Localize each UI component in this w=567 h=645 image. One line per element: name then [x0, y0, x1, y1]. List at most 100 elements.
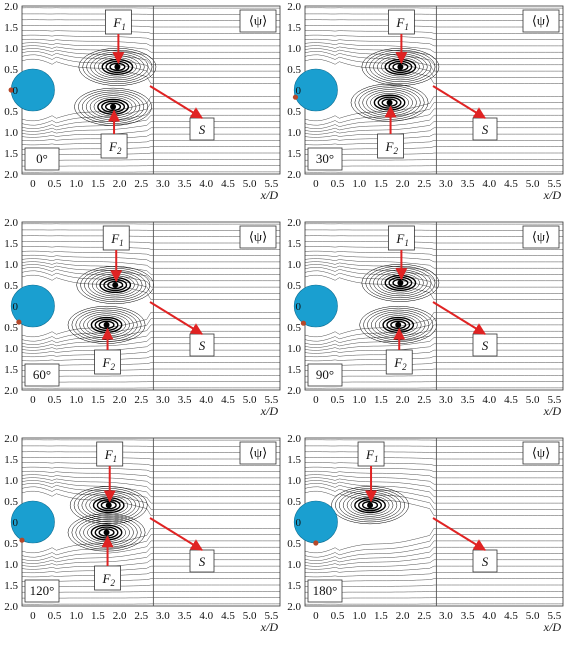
x-axis-label: x/D	[543, 188, 562, 202]
x-tick-label: 2.5	[417, 610, 431, 622]
streamline	[21, 246, 280, 250]
streamlines	[304, 7, 563, 173]
streamline	[21, 356, 280, 362]
streamline	[304, 102, 563, 126]
x-axis-label: x/D	[543, 620, 562, 634]
streamline	[22, 375, 280, 377]
x-axis-label: x/D	[260, 188, 279, 202]
focus-f1-box	[104, 9, 132, 35]
y-tick-label: 2.0	[4, 169, 18, 181]
streamline	[21, 559, 280, 570]
x-tick-label: 4.5	[504, 610, 518, 622]
x-tick-label: 1.0	[352, 610, 366, 622]
y-tick-label: 2.0	[287, 385, 301, 397]
streamline	[22, 368, 280, 371]
y-tick-label: 0	[296, 301, 302, 313]
vortex-core	[112, 282, 119, 288]
x-tick-label: 1.5	[374, 394, 388, 406]
streamline	[305, 152, 563, 155]
x-tick-label: 0.5	[48, 394, 62, 406]
streamline	[304, 121, 563, 135]
focus-f1-box	[96, 441, 124, 467]
x-tick-label: 5.0	[243, 610, 257, 622]
focus-f1-box	[357, 441, 385, 467]
streamline	[305, 25, 563, 28]
x-tick-label: 0.5	[48, 610, 62, 622]
streamline	[305, 368, 563, 371]
y-tick-label: 0.5	[287, 64, 301, 76]
x-tick-label: 1.0	[352, 178, 366, 190]
streamlines	[21, 7, 280, 173]
streamline	[304, 38, 563, 47]
streamline	[21, 54, 280, 78]
streamline	[305, 597, 563, 599]
streamline	[304, 483, 563, 504]
x-axis-label: x/D	[260, 404, 279, 418]
y-tick-label: 1.0	[4, 127, 18, 139]
x-tick-label: 0	[313, 178, 319, 190]
streamline	[304, 270, 563, 294]
streamline	[304, 42, 563, 53]
focus-f2-box	[100, 133, 128, 159]
saddle-label: S	[482, 338, 489, 353]
streamline	[304, 534, 563, 558]
y-tick-label: 1.0	[287, 475, 301, 487]
vortex-core	[367, 502, 374, 509]
y-tick-label: 1.0	[287, 343, 301, 355]
y-tick-label: 0	[296, 85, 302, 97]
x-tick-label: 4.5	[221, 178, 235, 190]
streamline	[21, 121, 280, 135]
x-tick-label: 1.0	[69, 178, 83, 190]
vortex-core	[103, 529, 110, 536]
streamline	[305, 445, 563, 447]
vortex-core	[110, 103, 117, 110]
x-tick-label: 4.0	[199, 394, 213, 406]
streamline	[21, 490, 280, 516]
x-tick-label: 5.0	[243, 394, 257, 406]
saddle-label: S	[482, 122, 489, 137]
y-tick-label: 1.0	[4, 259, 18, 271]
y-tick-label: 0.5	[4, 496, 18, 508]
streamline	[21, 330, 280, 348]
x-tick-label: 5.0	[526, 610, 540, 622]
streamline	[304, 540, 563, 561]
streamline	[21, 127, 280, 138]
streamline	[21, 140, 280, 146]
streamline	[304, 362, 563, 366]
y-tick-label: 1.5	[287, 454, 301, 466]
x-tick-label: 3.5	[178, 610, 192, 622]
focus-f1-box	[102, 225, 130, 251]
field-label-box	[239, 9, 277, 33]
streamline	[21, 312, 280, 338]
streamline	[21, 34, 280, 40]
streamline	[305, 229, 563, 231]
streamline	[305, 19, 563, 21]
cylinder	[293, 284, 338, 328]
x-tick-label: 5.0	[526, 178, 540, 190]
streamline	[21, 483, 280, 504]
x-tick-label: 2.0	[113, 610, 127, 622]
streamline	[21, 324, 280, 345]
y-tick-label: 2.0	[287, 433, 301, 445]
x-axis-label: x/D	[260, 620, 279, 634]
streamline	[21, 337, 280, 351]
y-tick-label: 0.5	[4, 106, 18, 118]
streamline	[304, 324, 563, 345]
streamline	[21, 343, 280, 354]
field-label: ⟨ψ⟩	[532, 445, 550, 460]
x-tick-label: 3.5	[178, 394, 192, 406]
x-tick-label: 2.0	[396, 178, 410, 190]
y-tick-label: 1.5	[287, 22, 301, 34]
x-tick-label: 0.5	[331, 610, 345, 622]
streamline	[304, 264, 563, 282]
saddle-arrow	[149, 517, 204, 551]
x-tick-label: 3.0	[156, 394, 170, 406]
x-tick-label: 4.0	[482, 178, 496, 190]
x-tick-label: 2.5	[134, 178, 148, 190]
y-tick-label: 1.5	[287, 238, 301, 250]
streamline	[22, 381, 280, 383]
